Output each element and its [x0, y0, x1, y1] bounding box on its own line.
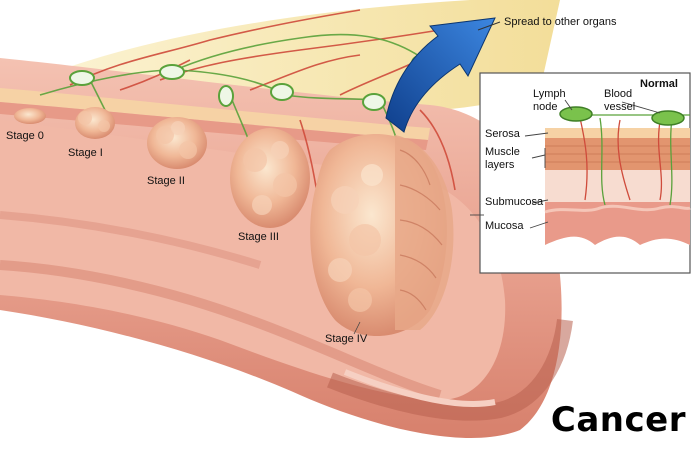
wall-layer-strip: [0, 88, 430, 140]
spread-leader: [477, 21, 501, 31]
inset-mucosa: [545, 202, 690, 245]
inset-label-muscle-line1: Muscle: [485, 146, 520, 158]
tumor-stage-2: [147, 117, 207, 169]
tumor-stage-1: [75, 107, 115, 139]
colon-fold-1: [0, 260, 442, 400]
inset-serosa: [545, 128, 690, 138]
label-stage-2: Stage II: [147, 175, 185, 187]
spread-arrow: [385, 17, 496, 133]
label-spread-to-other-organs: Spread to other organs: [504, 16, 617, 28]
colon-cut-edge: [327, 318, 573, 421]
inset-label-lymph-node: Lymph node: [533, 88, 566, 114]
tumor-stage-0: [14, 108, 46, 124]
cancer-title: Cancer: [550, 400, 686, 440]
tumor-stage-4: [310, 133, 454, 337]
inset-submucosa: [545, 170, 690, 202]
colon-cut-edge-inner: [343, 369, 496, 407]
inset-label-submucosa: Submucosa: [485, 196, 544, 208]
inset-label-mucosa: Mucosa: [485, 220, 524, 232]
inset-label-muscle-layers: Muscle layers: [485, 146, 520, 172]
inset-label-blood-vessel: Blood vessel: [604, 88, 635, 114]
colon-fold-2: [0, 211, 262, 269]
inset-lymph-node: [559, 106, 593, 122]
label-stage-1: Stage I: [68, 147, 103, 159]
inset-label-blood-vessel-line1: Blood: [604, 88, 633, 100]
inset-label-muscle-line2: layers: [485, 159, 515, 171]
inset-label-lymph-node-line2: node: [533, 101, 558, 113]
inset-label-lymph-node-line1: Lymph: [533, 88, 566, 100]
inset-title: Normal: [640, 78, 678, 90]
label-stage-3: Stage III: [238, 231, 279, 243]
tumor-stage-3: [230, 128, 310, 228]
label-stage-0: Stage 0: [6, 130, 44, 142]
inset-label-serosa: Serosa: [485, 128, 520, 140]
label-stage-4: Stage IV: [325, 333, 368, 345]
inset-label-blood-vessel-line2: vessel: [604, 101, 636, 113]
inset-blood-vessel: [651, 110, 685, 126]
